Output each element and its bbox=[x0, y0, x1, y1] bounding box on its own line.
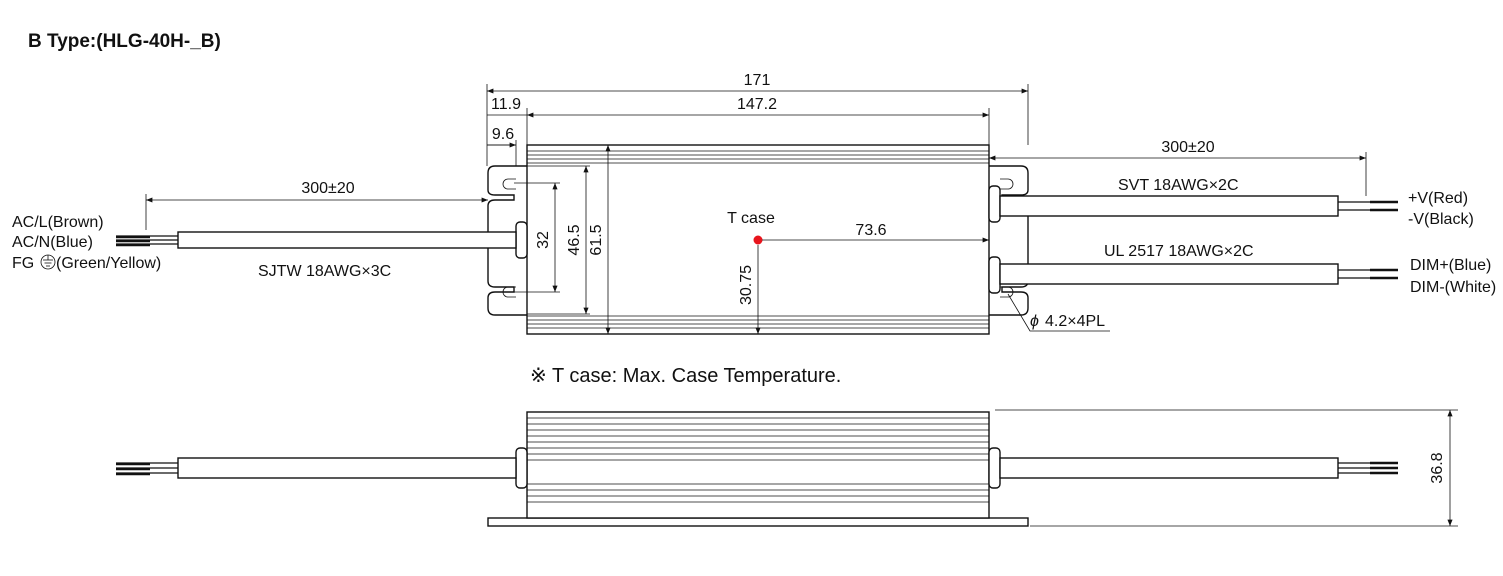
dim-hole-offset: 9.6 bbox=[492, 126, 514, 143]
output-wire-negative: -V(Black) bbox=[1408, 211, 1474, 228]
base-plate bbox=[487, 517, 1029, 527]
ground-icon bbox=[40, 254, 56, 270]
input-wire-fg: (Green/Yellow) bbox=[56, 255, 161, 272]
top-view bbox=[116, 84, 1398, 335]
mounting-hole bbox=[1000, 286, 1014, 298]
dim-inner-width: 46.5 bbox=[566, 224, 583, 255]
output-cable-bottom-spec: UL 2517 18AWG×2C bbox=[1104, 243, 1254, 260]
tcase-dot bbox=[753, 235, 763, 245]
page-title: B Type:(HLG-40H-_B) bbox=[28, 31, 221, 52]
output-wire-positive: +V(Red) bbox=[1408, 190, 1468, 207]
dim-input-cable-length: 300±20 bbox=[301, 180, 354, 197]
input-cable-spec: SJTW 18AWG×3C bbox=[258, 263, 391, 280]
dim-tcase-x: 73.6 bbox=[855, 222, 886, 239]
dim-hole-spacing: 32 bbox=[535, 231, 552, 249]
dim-height: 36.8 bbox=[1429, 452, 1446, 483]
output-cable-top-spec: SVT 18AWG×2C bbox=[1118, 177, 1239, 194]
tcase-note: ※ T case: Max. Case Temperature. bbox=[530, 365, 841, 387]
output-wire-dim-minus: DIM-(White) bbox=[1410, 279, 1496, 296]
diameter-icon: ϕ bbox=[1030, 313, 1039, 330]
tcase-label: T case bbox=[727, 210, 775, 227]
output-wire-dim-plus: DIM+(Blue) bbox=[1410, 257, 1491, 274]
side-view bbox=[116, 409, 1458, 527]
dim-overall-length: 171 bbox=[744, 72, 771, 89]
mounting-hole bbox=[1000, 178, 1014, 190]
mounting-hole bbox=[502, 178, 516, 190]
input-wire-l: AC/L(Brown) bbox=[12, 214, 104, 231]
mounting-hole bbox=[502, 286, 516, 298]
input-wire-n: AC/N(Blue) bbox=[12, 234, 93, 251]
dim-output-cable-length: 300±20 bbox=[1161, 139, 1214, 156]
dim-body-width: 61.5 bbox=[588, 224, 605, 255]
dim-tcase-y: 30.75 bbox=[738, 265, 755, 305]
dim-flange-offset: 11.9 bbox=[491, 96, 521, 113]
dim-mounting-hole: 4.2×4PL bbox=[1045, 313, 1105, 330]
dim-body-length: 147.2 bbox=[737, 96, 777, 113]
fg-prefix: FG bbox=[12, 255, 34, 272]
